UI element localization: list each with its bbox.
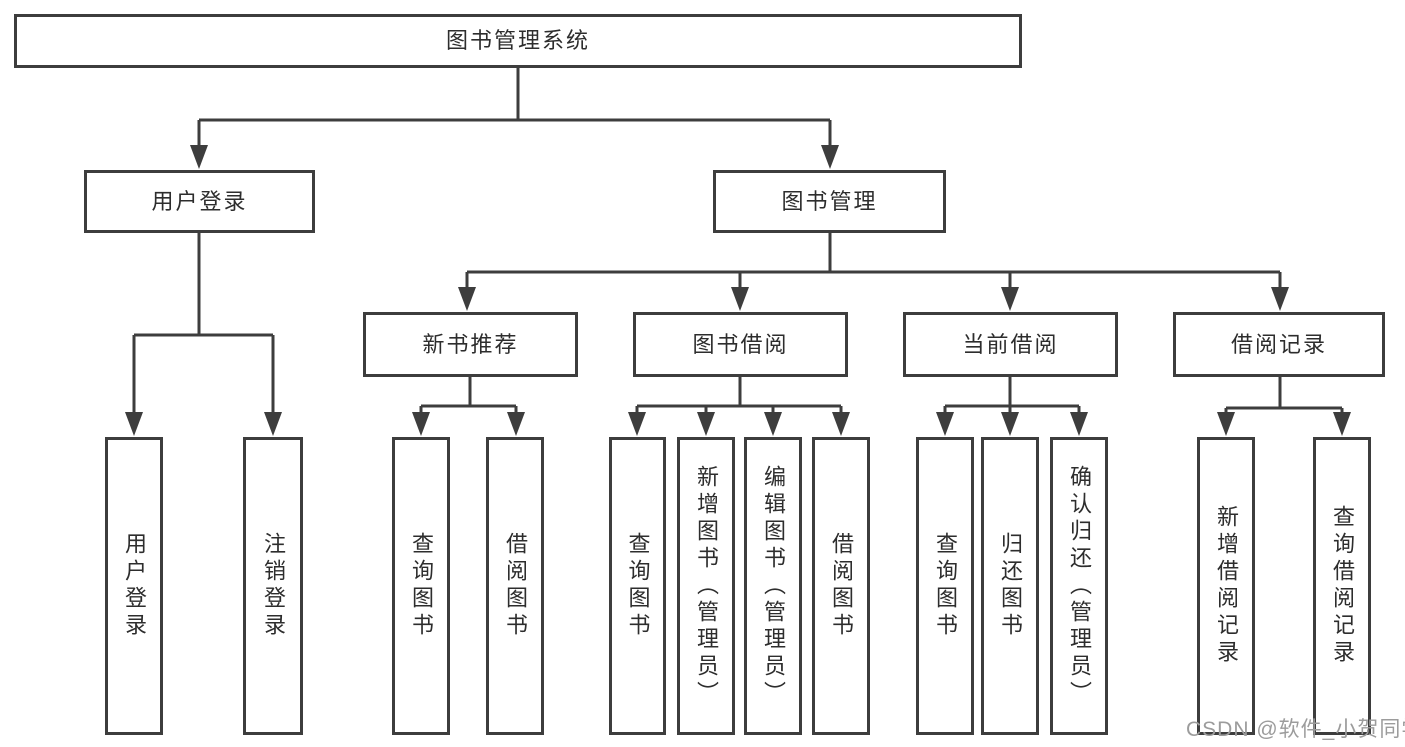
node-records-add-record-label: 新增借阅记录 <box>1214 505 1239 667</box>
node-borrow-records-label: 借阅记录 <box>1230 331 1327 357</box>
node-borrow-query-books-label: 查询图书 <box>625 532 651 640</box>
node-recommend-borrow-books: 借阅图书 <box>486 437 544 735</box>
node-book-borrow: 图书借阅 <box>633 312 848 377</box>
node-current-return-books-label: 归还图书 <box>998 532 1023 640</box>
node-current-borrow-label: 当前借阅 <box>962 331 1059 357</box>
node-user-login-leaf: 用户登录 <box>105 437 163 735</box>
node-borrow-add-books-admin: 新增图书（管理员） <box>677 437 735 735</box>
node-new-book-recommend-label: 新书推荐 <box>422 331 519 357</box>
connector-rails <box>132 68 1344 417</box>
node-recommend-query-books: 查询图书 <box>392 437 450 735</box>
node-library-system: 图书管理系统 <box>14 14 1022 68</box>
node-borrow-borrow-books-label: 借阅图书 <box>829 532 854 640</box>
node-library-system-label: 图书管理系统 <box>445 28 590 53</box>
arrowheads <box>125 145 1351 436</box>
node-current-confirm-return-admin: 确认归还（管理员） <box>1050 437 1108 735</box>
node-records-query-record-label: 查询借阅记录 <box>1330 505 1355 667</box>
node-current-query-books: 查询图书 <box>916 437 974 735</box>
node-logout-leaf: 注销登录 <box>243 437 303 735</box>
node-borrow-query-books: 查询图书 <box>609 437 666 735</box>
node-current-return-books: 归还图书 <box>981 437 1039 735</box>
node-book-management-label: 图书管理 <box>781 188 878 214</box>
node-borrow-borrow-books: 借阅图书 <box>812 437 870 735</box>
node-user-login-label: 用户登录 <box>151 188 248 214</box>
csdn-watermark: CSDN @软件_小贺同学 <box>1186 718 1405 741</box>
node-new-book-recommend: 新书推荐 <box>363 312 578 377</box>
node-borrow-edit-books-admin-label: 编辑图书（管理员） <box>761 464 786 708</box>
node-user-login-leaf-label: 用户登录 <box>122 532 147 640</box>
node-records-add-record: 新增借阅记录 <box>1197 437 1255 735</box>
node-book-management: 图书管理 <box>713 170 946 233</box>
node-borrow-add-books-admin-label: 新增图书（管理员） <box>694 464 719 708</box>
node-current-borrow: 当前借阅 <box>903 312 1118 377</box>
node-logout-leaf-label: 注销登录 <box>261 532 286 640</box>
node-current-query-books-label: 查询图书 <box>933 532 958 640</box>
node-records-query-record: 查询借阅记录 <box>1313 437 1371 735</box>
node-user-login: 用户登录 <box>84 170 315 233</box>
node-borrow-edit-books-admin: 编辑图书（管理员） <box>744 437 802 735</box>
node-book-borrow-label: 图书借阅 <box>692 331 789 357</box>
node-borrow-records: 借阅记录 <box>1173 312 1385 377</box>
node-recommend-query-books-label: 查询图书 <box>409 532 434 640</box>
node-current-confirm-return-admin-label: 确认归还（管理员） <box>1067 464 1092 708</box>
node-recommend-borrow-books-label: 借阅图书 <box>503 532 528 640</box>
